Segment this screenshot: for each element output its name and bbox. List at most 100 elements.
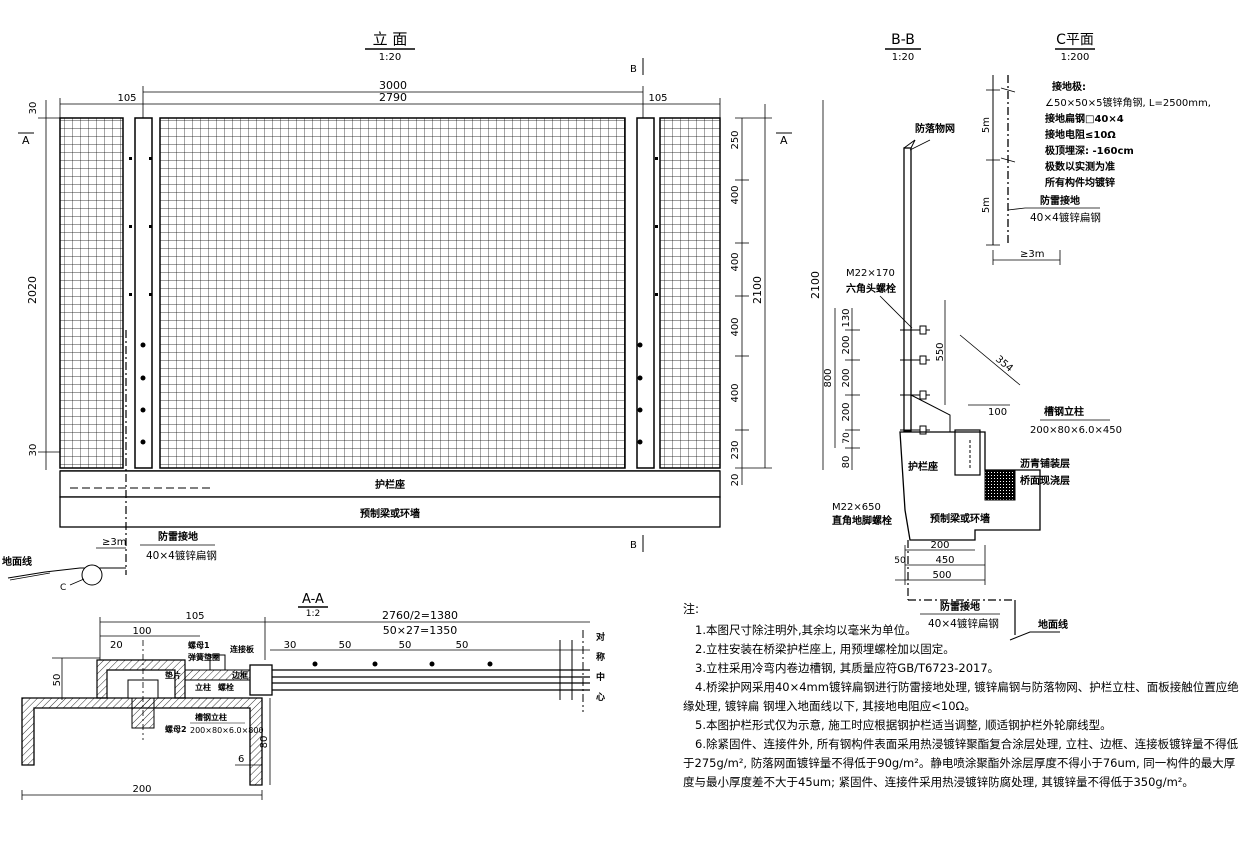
c-dim-5m-a: 5m — [981, 117, 992, 133]
dim-30-top: 30 — [28, 102, 39, 115]
c-line-5: 所有构件均镀锌 — [1045, 176, 1115, 189]
bb-base-label: 护栏座 — [908, 460, 938, 473]
dim-right-3: 400 — [730, 317, 741, 336]
aa-scale: 1:2 — [306, 609, 320, 619]
dim-right-4: 400 — [730, 383, 741, 402]
marker-c-label: C — [60, 583, 66, 593]
bb-post-label: 槽钢立柱 — [1044, 405, 1084, 418]
c-heading: 接地极: — [1052, 80, 1086, 93]
c-plan-title: C平面 — [1056, 32, 1094, 48]
bb-bolt2: M22×650 — [832, 502, 881, 513]
dim-2020: 2020 — [26, 276, 39, 304]
bb-dim-80: 80 — [841, 456, 852, 469]
section-bb-view: B-B 1:20 2100 防落物网 M22×170 六角头螺栓 — [809, 32, 1122, 641]
elevation-view: 立 面 1:20 3000 2790 105 105 A A B B — [2, 30, 792, 593]
bb-asphalt-layer — [984, 469, 1016, 501]
aa-dim-80: 80 — [259, 736, 270, 749]
bb-bolt1-type: 六角头螺栓 — [846, 282, 896, 295]
aa-gasket-label: 垫片 — [165, 670, 181, 680]
bb-bolt2-type: 直角地脚螺栓 — [832, 514, 892, 527]
notes-block: 注: 1.本图尺寸除注明外,其余均以毫米为单位。 2.立柱安装在桥梁护栏座上, … — [683, 600, 1243, 792]
aa-dim-200: 200 — [132, 784, 151, 795]
aa-dim-6: 6 — [238, 754, 244, 765]
section-b-bottom: B — [630, 540, 637, 551]
bb-dim-2100: 2100 — [809, 271, 822, 299]
mesh-panel-right — [659, 117, 721, 469]
c-line-0: ∠50×50×5镀锌角钢, L=2500mm, — [1045, 96, 1211, 109]
bb-dim-550: 550 — [935, 342, 946, 361]
aa-dim-50-a: 50 — [339, 640, 352, 651]
bb-beam-label: 预制梁或环墙 — [930, 512, 990, 525]
bb-scale: 1:20 — [892, 52, 914, 63]
bb-dim-200-a: 200 — [841, 335, 852, 354]
elevation-scale: 1:20 — [379, 52, 401, 63]
note-3: 3.立柱采用冷弯内卷边槽钢, 其质量应符GB/T6723-2017。 — [695, 661, 1000, 675]
c-line-1: 接地扁钢□40×4 — [1045, 112, 1124, 125]
aa-dim-spacing: 50×27=1350 — [383, 624, 457, 637]
bb-ground-label: 地面线 — [1038, 618, 1068, 631]
bb-net-post — [903, 147, 912, 432]
bb-post-spec: 200×80×6.0×450 — [1030, 425, 1122, 436]
aa-sym-3: 心 — [596, 692, 605, 703]
bb-dim-200: 200 — [930, 540, 949, 551]
aa-frame-label: 边框 — [231, 670, 248, 680]
note-5: 5.本图护栏形式仅为示意, 施工时应根据钢护栏适当调整, 顺适钢护栏外轮廓线型。 — [695, 718, 1112, 732]
bb-bolt1: M22×170 — [846, 268, 895, 279]
aa-plate-label: 连接板 — [230, 644, 255, 654]
aa-dim-half: 2760/2=1380 — [382, 609, 458, 622]
lightning-spec: 40×4镀锌扁钢 — [146, 549, 217, 562]
dim-30-bottom: 30 — [28, 444, 39, 457]
aa-sym-2: 中 — [596, 671, 605, 683]
aa-nut2-label: 螺母2 — [165, 724, 187, 734]
bb-net-label: 防落物网 — [915, 122, 955, 135]
c-lightning-label: 防雷接地 — [1040, 194, 1080, 207]
aa-bolt-label: 螺栓 — [218, 682, 234, 692]
aa-nut1-label: 螺母1 — [188, 640, 210, 650]
aa-channel-section — [21, 697, 263, 786]
aa-dim-105: 105 — [185, 611, 204, 622]
dim-right-0: 250 — [730, 130, 741, 149]
dim-right-6: 20 — [730, 474, 741, 487]
c-dim-3m: ≥3m — [1020, 249, 1044, 260]
beam-label: 预制梁或环墙 — [360, 507, 420, 520]
dim-3m: ≥3m — [102, 537, 126, 548]
aa-dim-30: 30 — [284, 640, 297, 651]
bb-dim-200-c: 200 — [841, 402, 852, 421]
aa-dim-50-c: 50 — [456, 640, 469, 651]
dim-105-right: 105 — [648, 93, 667, 104]
section-aa-view: A-A 1:2 105 100 2760/2=1380 50×27=1350 2… — [21, 592, 605, 800]
bb-title: B-B — [891, 32, 915, 48]
bb-dim-130: 130 — [841, 308, 852, 327]
aa-sym-0: 对 — [596, 631, 605, 643]
plan-c-view: C平面 1:200 5m 5m 接地极: ∠50×50×5镀锌角钢, L=250… — [981, 32, 1211, 265]
section-a-right: A — [780, 134, 788, 147]
bb-dim-450: 450 — [935, 555, 954, 566]
c-plan-scale: 1:200 — [1061, 52, 1090, 63]
c-lightning-spec: 40×4镀锌扁钢 — [1030, 211, 1101, 224]
aa-sym-1: 称 — [596, 651, 605, 663]
bb-dim-500: 500 — [932, 570, 951, 581]
guardrail-base — [59, 470, 721, 498]
notes-title: 注: — [683, 602, 700, 616]
bb-dim-800: 800 — [823, 368, 834, 387]
post-right — [636, 117, 655, 469]
c-line-2: 接地电阻≤10Ω — [1045, 128, 1116, 141]
dim-right-5: 230 — [730, 440, 741, 459]
c-line-4: 极数以实测为准 — [1045, 160, 1115, 173]
bb-lightning-label: 防雷接地 — [940, 600, 980, 613]
mesh-panel-left — [59, 117, 124, 469]
aa-dim-50: 50 — [52, 674, 63, 687]
mesh-panel-center — [159, 117, 626, 469]
dim-2100: 2100 — [751, 276, 764, 304]
precast-beam — [59, 496, 721, 528]
bb-lightning-spec: 40×4镀锌扁钢 — [928, 617, 999, 630]
dim-right-1: 400 — [730, 185, 741, 204]
lightning-label: 防雷接地 — [158, 530, 198, 543]
note-1: 1.本图尺寸除注明外,其余均以毫米为单位。 — [695, 623, 917, 637]
aa-dim-100: 100 — [132, 626, 151, 637]
base-label: 护栏座 — [375, 478, 405, 491]
bb-bridge-label: 桥面现浇层 — [1020, 474, 1070, 487]
aa-post-label: 立柱 — [195, 682, 211, 692]
bb-asphalt-label: 沥青铺装层 — [1020, 457, 1070, 470]
